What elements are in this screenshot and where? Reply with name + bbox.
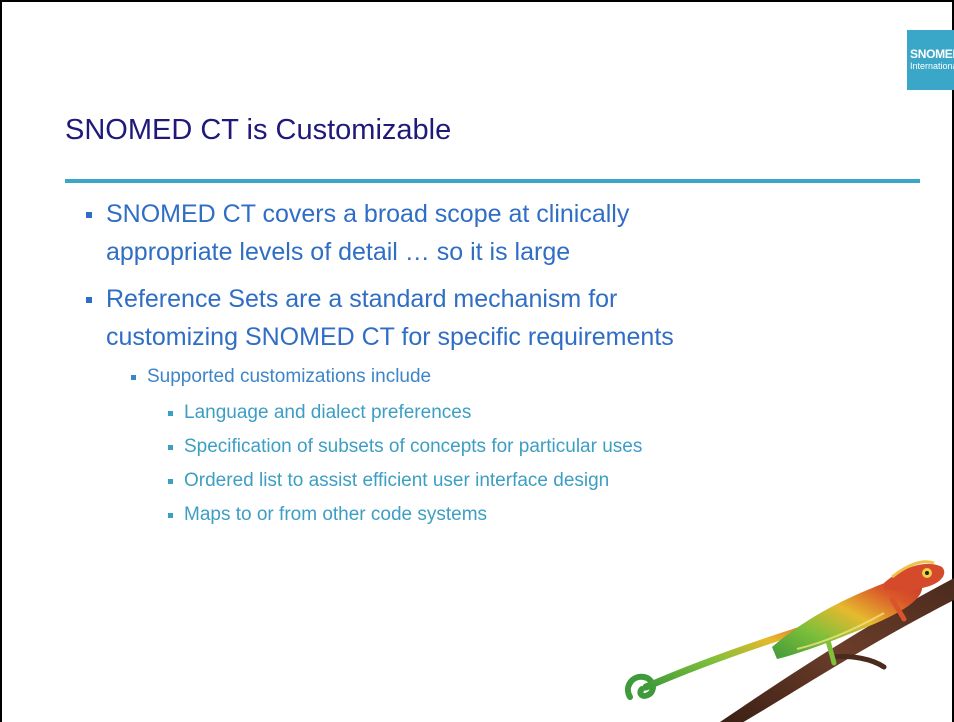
bullet-marker-icon (86, 212, 92, 218)
bullet-item: Reference Sets are a standard mechanism … (86, 285, 618, 314)
sub-sub-bullet-text: Maps to or from other code systems (184, 504, 488, 525)
sub-sub-bullet-text: Language and dialect preferences (184, 402, 472, 423)
sub-bullet-text: Supported customizations include (147, 366, 432, 387)
branch (719, 578, 954, 722)
sub-bullet-item: Supported customizations include (131, 366, 432, 388)
bullet-text: appropriate levels of detail … so it is … (106, 238, 571, 266)
chameleon-on-branch-image (624, 560, 954, 722)
sub-sub-bullet-item: Language and dialect preferences (168, 402, 472, 424)
slide-title: SNOMED CT is Customizable (65, 114, 452, 146)
bullet-marker-icon (168, 411, 173, 416)
sub-sub-bullet-item: Maps to or from other code systems (168, 504, 488, 526)
bullet-marker-icon (131, 375, 136, 380)
bullet-text: customizing SNOMED CT for specific requi… (106, 323, 674, 351)
bullet-text: SNOMED CT covers a broad scope at clinic… (106, 200, 630, 228)
logo-wordmark: SNOMED (910, 47, 954, 61)
chameleon (624, 560, 945, 700)
bullet-item: SNOMED CT covers a broad scope at clinic… (86, 200, 630, 229)
bullet-continuation: customizing SNOMED CT for specific requi… (106, 323, 674, 352)
bullet-marker-icon (168, 445, 173, 450)
sub-sub-bullet-text: Ordered list to assist efficient user in… (184, 470, 610, 491)
sub-sub-bullet-item: Ordered list to assist efficient user in… (168, 470, 610, 492)
bullet-text: Reference Sets are a standard mechanism … (106, 285, 618, 313)
sub-sub-bullet-text: Specification of subsets of concepts for… (184, 436, 643, 457)
snomed-international-logo: SNOMED International (907, 30, 954, 90)
title-divider (65, 179, 920, 183)
sub-sub-bullet-item: Specification of subsets of concepts for… (168, 436, 643, 458)
bullet-marker-icon (168, 513, 173, 518)
bullet-marker-icon (86, 297, 92, 303)
bullet-continuation: appropriate levels of detail … so it is … (106, 238, 570, 267)
logo-subtext: International (910, 61, 954, 71)
bullet-marker-icon (168, 479, 173, 484)
